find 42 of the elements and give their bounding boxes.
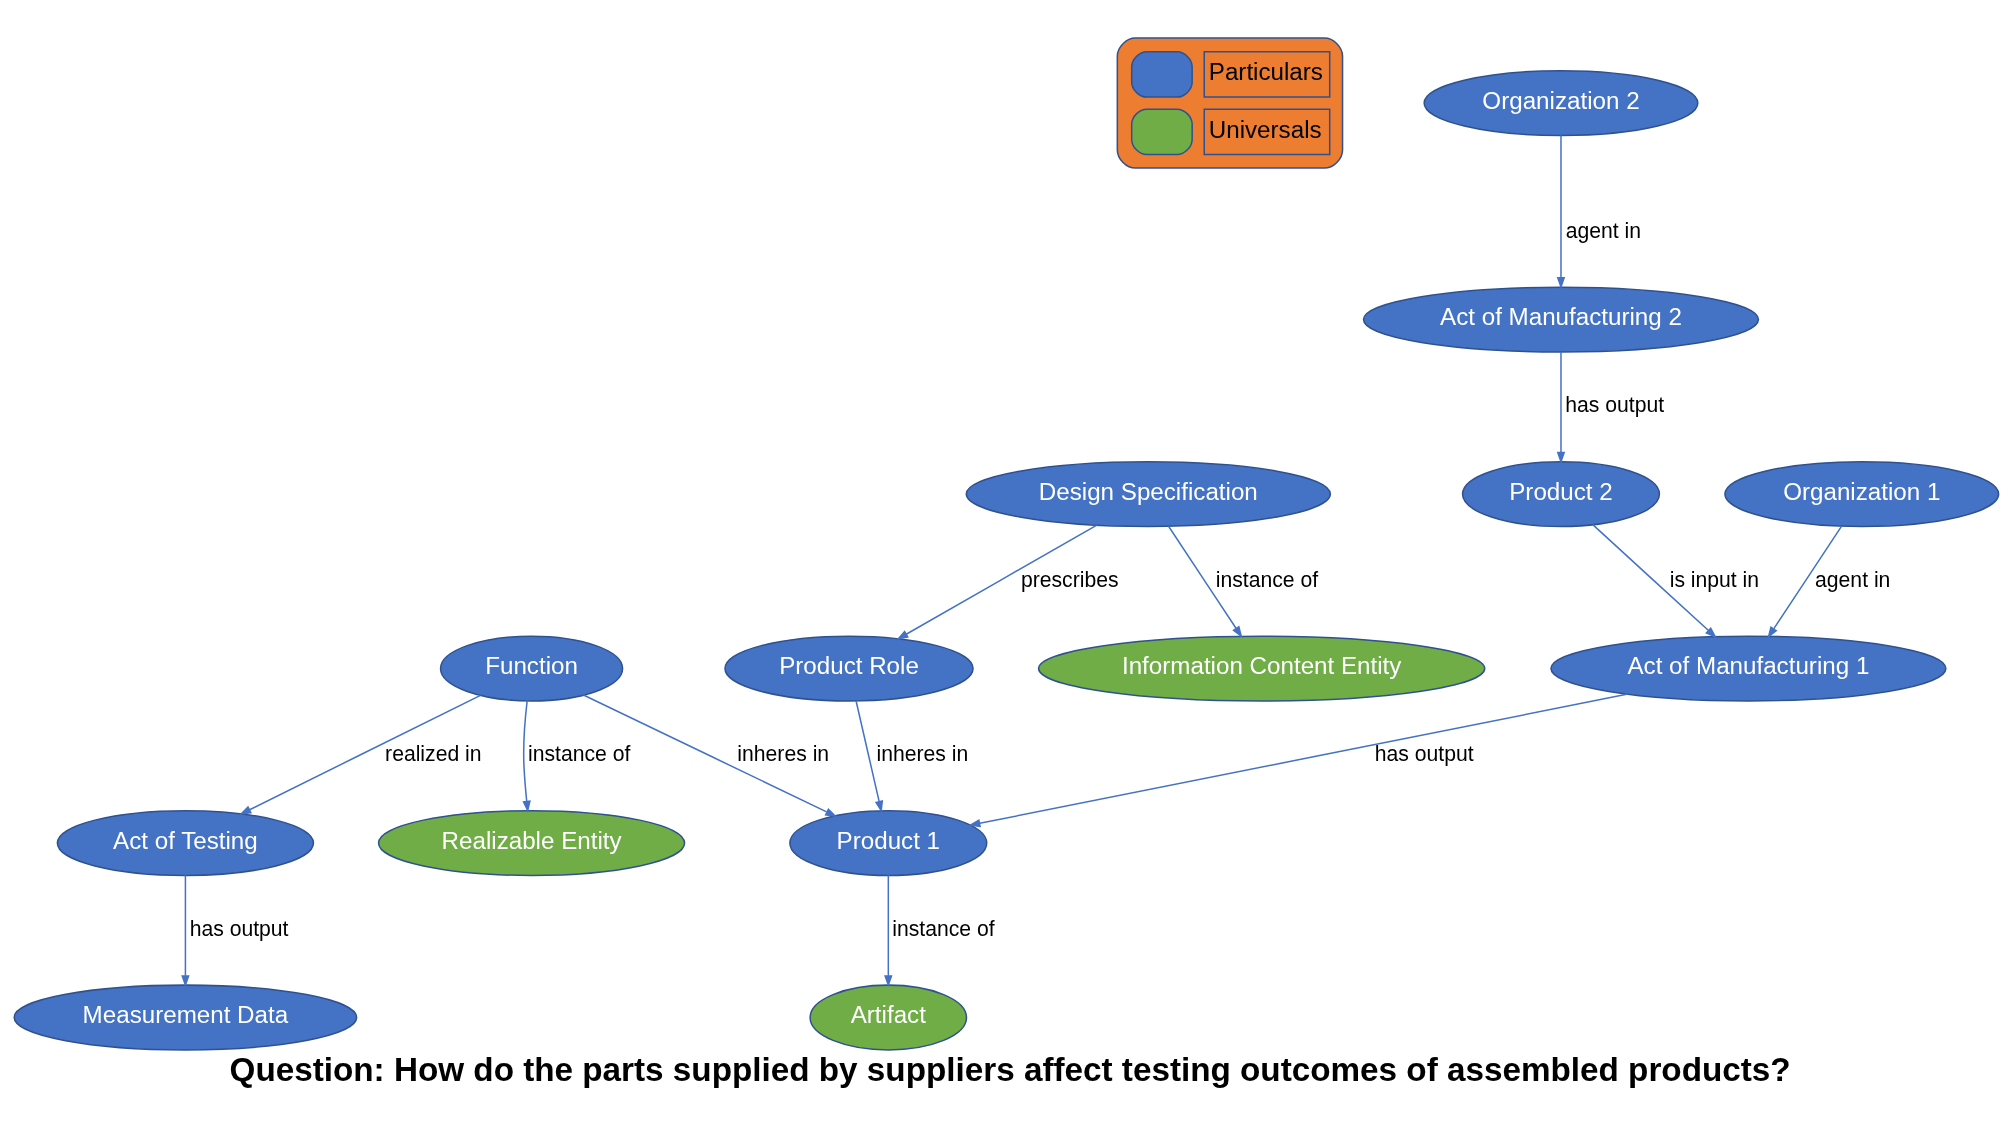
node-ellipse: Organization 1 <box>1724 460 2000 528</box>
edge-label: agent in <box>1815 567 1891 591</box>
edge-label: is input in <box>1669 567 1760 591</box>
node-ellipse: Act of Testing <box>56 809 315 877</box>
arrow <box>582 694 838 817</box>
node-ellipse: Measurement Data <box>13 984 358 1051</box>
arrow <box>1167 525 1243 638</box>
edge-label: inheres in <box>876 742 969 766</box>
arrow <box>522 699 531 813</box>
arrow <box>855 699 884 813</box>
arrow <box>1592 523 1717 639</box>
edge-label: instance of <box>528 742 631 766</box>
arrow <box>968 693 1629 828</box>
node-ellipse: Design Specification <box>965 460 1332 528</box>
arrow <box>896 524 1098 640</box>
node-ellipse: Artifact <box>809 984 968 1051</box>
arrow <box>1556 134 1566 290</box>
node-ellipse: Act of Manufacturing 1 <box>1550 635 1947 702</box>
edge-label: has output <box>189 916 289 940</box>
edge-label: has output <box>1374 742 1474 766</box>
edge-label: prescribes <box>1020 567 1119 591</box>
node-ellipse: Organization 2 <box>1423 69 1699 137</box>
arrow <box>1556 351 1566 464</box>
edge-label: instance of <box>1215 567 1319 591</box>
arrow <box>1767 525 1843 639</box>
node-ellipse: Function <box>439 635 624 702</box>
node-ellipse: Product 2 <box>1461 460 1661 528</box>
edge-label: has output <box>1565 393 1665 417</box>
arrow <box>181 874 190 988</box>
edge-label: realized in <box>385 742 482 766</box>
arrow <box>884 874 893 988</box>
edge-label: inheres in <box>737 742 830 766</box>
node-ellipse: Realizable Entity <box>377 809 686 877</box>
node-ellipse: Act of Manufacturing 2 <box>1362 286 1760 353</box>
node-ellipse: Information Content Entity <box>1037 635 1486 702</box>
node-ellipse: Product Role <box>724 635 974 702</box>
legend-label: Particulars <box>1208 58 1323 86</box>
caption: Question: How do the parts supplied by suppliers affect testing outcomes of assembled products? <box>229 1050 1791 1088</box>
edge-label: instance of <box>892 916 995 940</box>
legend-label: Universals <box>1208 115 1322 143</box>
arrow <box>239 694 482 815</box>
edge-label: agent in <box>1565 218 1641 242</box>
